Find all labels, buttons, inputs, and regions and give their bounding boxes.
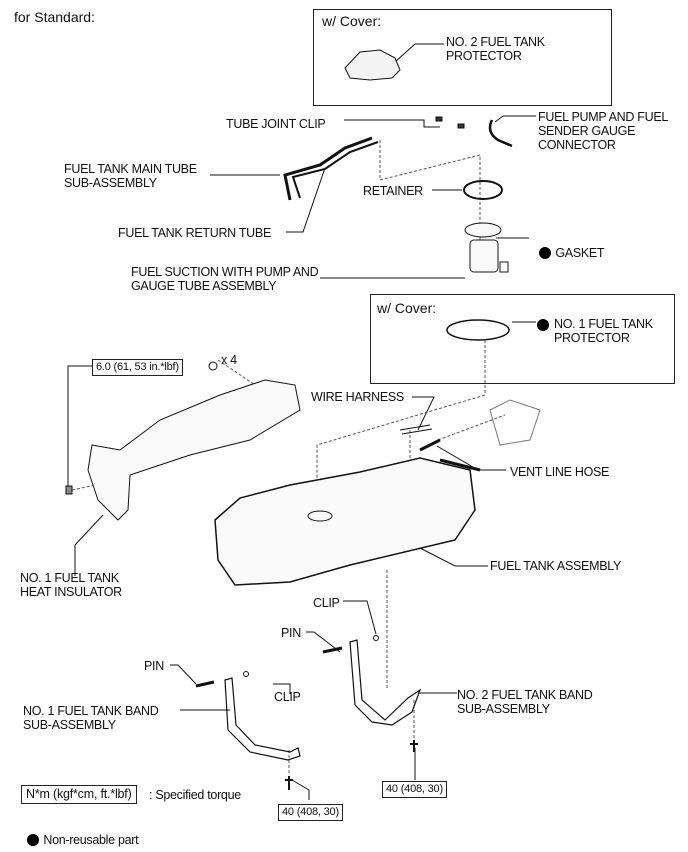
label-fuel-tank: FUEL TANK ASSEMBLY xyxy=(490,559,621,573)
band-2-bolt-shape xyxy=(410,740,418,752)
non-reusable-dot-icon xyxy=(27,834,40,846)
leader-lines xyxy=(67,43,536,800)
label-pin-left: PIN xyxy=(144,659,164,673)
legend-torque-unit: N*m (kgf*cm, ft.*lbf) xyxy=(21,785,137,804)
torque-band-2-bolt: 40 (408, 30) xyxy=(382,781,447,798)
tube-joint-clip-b xyxy=(457,123,465,129)
cover-box-no1-protector: w/ Cover: xyxy=(370,294,675,384)
no2-protector-shape xyxy=(344,49,401,81)
pin-left-shape xyxy=(195,680,215,688)
main-tube-shape xyxy=(283,136,373,201)
fuel-tank-shape xyxy=(214,457,476,586)
torque-band-1-bolt: 40 (408, 30) xyxy=(278,804,343,821)
band-2-shape xyxy=(349,639,422,726)
clip-lower-shape xyxy=(243,671,249,677)
label-band-2: NO. 2 FUEL TANK BAND SUB-ASSEMBLY xyxy=(457,688,593,716)
fuel-pump-assembly-shape xyxy=(464,222,509,273)
label-no1-fuel-tank-protector: NO. 1 FUEL TANK PROTECTOR xyxy=(537,317,653,359)
legend-non-reusable-text: Non-reusable part xyxy=(43,833,139,847)
cover-box-title: w/ Cover: xyxy=(377,300,437,316)
label-fuel-pump-connector: FUEL PUMP AND FUEL SENDER GAUGE CONNECTO… xyxy=(538,110,669,152)
non-reusable-dot-icon xyxy=(537,319,549,331)
tube-joint-clip-a xyxy=(435,116,443,122)
label-main-tube: FUEL TANK MAIN TUBE SUB-ASSEMBLY xyxy=(64,162,197,190)
no1-protector-shape xyxy=(446,319,510,341)
non-reusable-dot-icon xyxy=(539,247,552,259)
label-pin-right: PIN xyxy=(281,626,301,640)
band-1-bolt-shape xyxy=(285,776,293,790)
gasket-text: GASKET xyxy=(555,246,605,260)
canister-shape xyxy=(489,399,541,446)
label-tube-joint-clip: TUBE JOINT CLIP xyxy=(226,117,326,131)
heat-insulator-shape xyxy=(87,379,301,521)
label-clip-upper: CLIP xyxy=(313,596,340,610)
washer-shape xyxy=(208,361,218,371)
label-vent-line-hose: VENT LINE HOSE xyxy=(510,465,610,479)
cover-box-title: w/ Cover: xyxy=(322,13,382,29)
wire-harness-shape xyxy=(399,424,433,435)
legend-torque-desc: : Specified torque xyxy=(149,788,241,802)
label-clip-lower: CLIP xyxy=(274,690,301,704)
label-return-tube: FUEL TANK RETURN TUBE xyxy=(118,226,271,240)
retainer-shape xyxy=(463,180,503,200)
clip-upper-shape xyxy=(373,635,379,641)
insulator-nut xyxy=(65,485,73,495)
legend-non-reusable: Non-reusable part xyxy=(21,819,139,847)
fuel-pump-connector-shape xyxy=(488,119,513,148)
band-1-shape xyxy=(224,677,301,761)
label-gasket: GASKET xyxy=(533,232,605,260)
label-fuel-suction: FUEL SUCTION WITH PUMP AND GAUGE TUBE AS… xyxy=(131,265,319,293)
vent-line-hose-shape xyxy=(419,438,481,472)
label-band-1: NO. 1 FUEL TANK BAND SUB-ASSEMBLY xyxy=(23,704,159,732)
pin-right-shape xyxy=(322,646,343,654)
protector-text: NO. 1 FUEL TANK PROTECTOR xyxy=(554,317,653,345)
label-heat-insulator: NO. 1 FUEL TANK HEAT INSULATOR xyxy=(20,571,122,599)
label-no2-fuel-tank-protector: NO. 2 FUEL TANK PROTECTOR xyxy=(446,35,545,63)
label-wire-harness: WIRE HARNESS xyxy=(311,390,404,404)
torque-insulator-nut: 6.0 (61, 53 in.*lbf) xyxy=(92,359,183,376)
label-quantity: x 4 xyxy=(221,353,237,367)
label-retainer: RETAINER xyxy=(363,184,423,198)
diagram-heading: for Standard: xyxy=(14,9,95,25)
